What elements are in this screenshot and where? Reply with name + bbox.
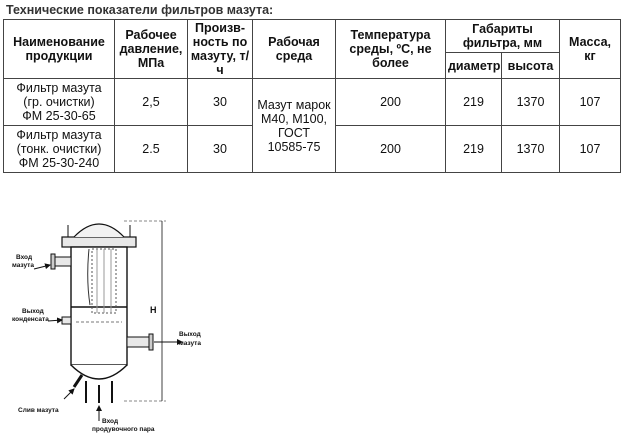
label-condensate: Выход bbox=[22, 308, 44, 315]
top-flange bbox=[61, 236, 137, 248]
header-height: высота bbox=[501, 52, 560, 79]
spec-table: Наименование продукции Рабочее давление,… bbox=[3, 18, 621, 173]
header-medium: Рабочая среда bbox=[252, 19, 336, 79]
cell-name: Фильтр мазута (гр. очистки) ФМ 25-30-65 bbox=[3, 78, 115, 126]
label-inlet-2: мазута bbox=[12, 262, 34, 269]
label-drain: Слив мазута bbox=[18, 407, 59, 414]
drain-pipe bbox=[72, 374, 84, 388]
header-pressure: Рабочее давление, МПа bbox=[114, 19, 188, 79]
cell-temperature: 200 bbox=[335, 125, 446, 173]
cell-mass: 107 bbox=[559, 78, 621, 126]
cell-height: 1370 bbox=[501, 78, 560, 126]
label-steam-2: продувочного пара bbox=[92, 426, 155, 433]
header-capacity: Произв-ность по мазуту, т/ч bbox=[187, 19, 253, 79]
cell-temperature: 200 bbox=[335, 78, 446, 126]
label-condensate-2: конденсата bbox=[12, 316, 49, 323]
label-inlet: Вход bbox=[16, 254, 32, 261]
page-title: Технические показатели фильтров мазута: bbox=[6, 3, 274, 17]
header-mass: Масса, кг bbox=[559, 19, 621, 79]
header-name: Наименование продукции bbox=[3, 19, 115, 79]
header-dims: Габариты фильтра, мм bbox=[445, 18, 560, 54]
label-steam: Вход bbox=[102, 418, 118, 425]
top-cover bbox=[73, 223, 125, 238]
cell-pressure: 2.5 bbox=[114, 125, 188, 173]
cell-height: 1370 bbox=[501, 125, 560, 173]
table-row: Фильтр мазута (тонк. очистки) ФМ 25-30-2… bbox=[3, 125, 621, 173]
cell-mass: 107 bbox=[559, 125, 621, 173]
label-outlet: Выход bbox=[179, 331, 201, 338]
bottom-head bbox=[70, 364, 128, 380]
cell-capacity: 30 bbox=[187, 125, 253, 173]
condensate-nozzle bbox=[61, 316, 72, 325]
inlet-nozzle bbox=[53, 256, 72, 267]
header-diameter: диаметр bbox=[445, 52, 502, 79]
cell-pressure: 2,5 bbox=[114, 78, 188, 126]
table-row: Фильтр мазута (гр. очистки) ФМ 25-30-65 … bbox=[3, 78, 621, 173]
header-temperature: Температура среды, ºС, не более bbox=[335, 19, 446, 79]
outlet-nozzle bbox=[126, 336, 150, 348]
filter-body bbox=[70, 246, 128, 366]
label-outlet-2: мазута bbox=[179, 340, 201, 347]
cell-diameter: 219 bbox=[445, 125, 502, 173]
cell-diameter: 219 bbox=[445, 78, 502, 126]
height-label: H bbox=[150, 305, 157, 315]
filter-diagram: H Вход мазута Выход конденсата Выход маз… bbox=[12, 220, 201, 433]
cell-medium: Мазут марок М40, М100, ГОСТ 10585-75 bbox=[252, 78, 336, 173]
cell-name: Фильтр мазута (тонк. очистки) ФМ 25-30-2… bbox=[3, 125, 115, 173]
cell-capacity: 30 bbox=[187, 78, 253, 126]
